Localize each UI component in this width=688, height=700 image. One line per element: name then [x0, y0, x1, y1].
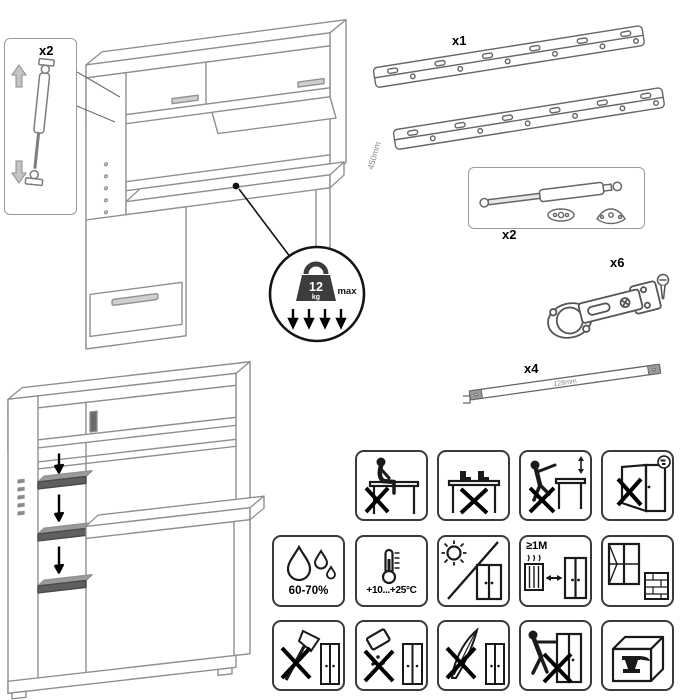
x-mark: [280, 646, 312, 679]
icon-heavy-load-inside: [601, 620, 674, 691]
icon-no-feather-dusting: [437, 620, 510, 691]
no-feather-icon: [445, 626, 505, 685]
x-mark: [542, 652, 573, 683]
no-door-leaning-icon: [616, 454, 671, 513]
icon-no-direct-sunlight: [437, 535, 510, 607]
gas-strut-vertical-drawing: [11, 57, 55, 187]
no-spill-icon: [363, 627, 423, 685]
window-icon: [607, 542, 641, 586]
icon-dry-ventilated-wall: [601, 535, 674, 607]
adjustable-shelf: [37, 574, 93, 594]
up-down-arrow-icon: [578, 455, 584, 474]
thermometer-icon: [381, 548, 400, 584]
adjustable-shelf: [37, 470, 93, 490]
load-unit: kg: [312, 294, 320, 301]
sun-slash-cabinet-icon: [441, 540, 503, 601]
x-mark: [616, 477, 643, 506]
max-load-badge: 12 kg max: [268, 245, 366, 343]
x-mark: [445, 646, 477, 679]
strut-kit-qty: x2: [502, 227, 517, 242]
icon-no-climbing-on-desk: [519, 450, 592, 521]
screw-icon: [656, 273, 670, 300]
slides-length-label: 450mm: [365, 141, 382, 171]
wall-grid-icon: [644, 572, 669, 600]
rails-qty: x4: [524, 361, 539, 376]
icon-humidity-range: 60-70%: [272, 535, 345, 607]
radiator-icon: [524, 554, 544, 592]
heat-distance-label: ≥1M: [526, 539, 548, 552]
weight-icon: [296, 261, 336, 301]
cabinet-icon: [485, 642, 505, 685]
down-arrows-icon: [287, 309, 347, 330]
drawer-slides-drawing: 450mm: [365, 25, 665, 171]
strut-detail-box: x2: [4, 38, 77, 215]
x-mark: [528, 486, 556, 513]
humidity-label: 60-70%: [288, 584, 329, 597]
desk-with-hutch-drawing: [85, 19, 347, 350]
cup-hinge-drawing: [547, 273, 670, 339]
icon-no-dragging: [519, 620, 592, 691]
adjustable-shelf: [37, 522, 93, 542]
icon-keep-distance-from-heaters: ≥1M: [519, 535, 592, 607]
sun-icon: [441, 540, 467, 566]
icon-no-spilling-liquids: [355, 620, 428, 691]
anvil-icon: [622, 655, 650, 673]
strut-detail-qty: x2: [39, 43, 54, 58]
rail-length-label: 128mm: [553, 378, 577, 388]
load-note: max: [337, 286, 357, 297]
load-value: 12: [309, 280, 323, 294]
slides-qty: x1: [452, 33, 467, 48]
icon-no-standing-on-desk: [437, 450, 510, 521]
icon-no-sitting-on-desk: [355, 450, 428, 521]
no-axe-icon: [280, 629, 340, 685]
no-standing-icon: [447, 470, 501, 514]
rail-bracket-icon: [463, 395, 471, 404]
temperature-label: +10...+25°C: [366, 584, 417, 596]
shelf-down-arrows-icon: [54, 453, 64, 574]
radiator-cabinet-icon: [524, 554, 588, 600]
icon-temperature-range: +10...+25°C: [355, 535, 428, 607]
rail-drawing: 128mm: [463, 363, 662, 404]
no-sitting-icon: [364, 457, 420, 514]
hinges-qty: x6: [610, 255, 625, 270]
strut-kit-box: [468, 167, 645, 229]
no-climbing-icon: [528, 455, 587, 513]
cabinet-icon: [563, 556, 588, 600]
direction-arrows-icon: [11, 64, 27, 184]
water-drops-icon: [286, 544, 336, 581]
anvil-in-cabinet-icon: [611, 635, 665, 682]
x-mark: [363, 649, 395, 682]
cabinet-icon: [320, 642, 340, 685]
icon-no-leaning-on-open-doors: [601, 450, 674, 521]
x-mark: [364, 486, 390, 513]
window-wall-icon: [607, 542, 669, 600]
gas-strut-kit-drawing: [479, 181, 626, 225]
cabinet-icon: [475, 563, 503, 601]
icon-no-sharp-objects: [272, 620, 345, 691]
distance-arrow-icon: [545, 575, 563, 582]
no-dragging-icon: [528, 630, 583, 683]
desk-adjustable-shelves-drawing: [7, 361, 265, 700]
x-mark: [459, 487, 489, 514]
hinge-detail-circle: [657, 454, 671, 469]
cabinet-icon: [402, 642, 423, 685]
